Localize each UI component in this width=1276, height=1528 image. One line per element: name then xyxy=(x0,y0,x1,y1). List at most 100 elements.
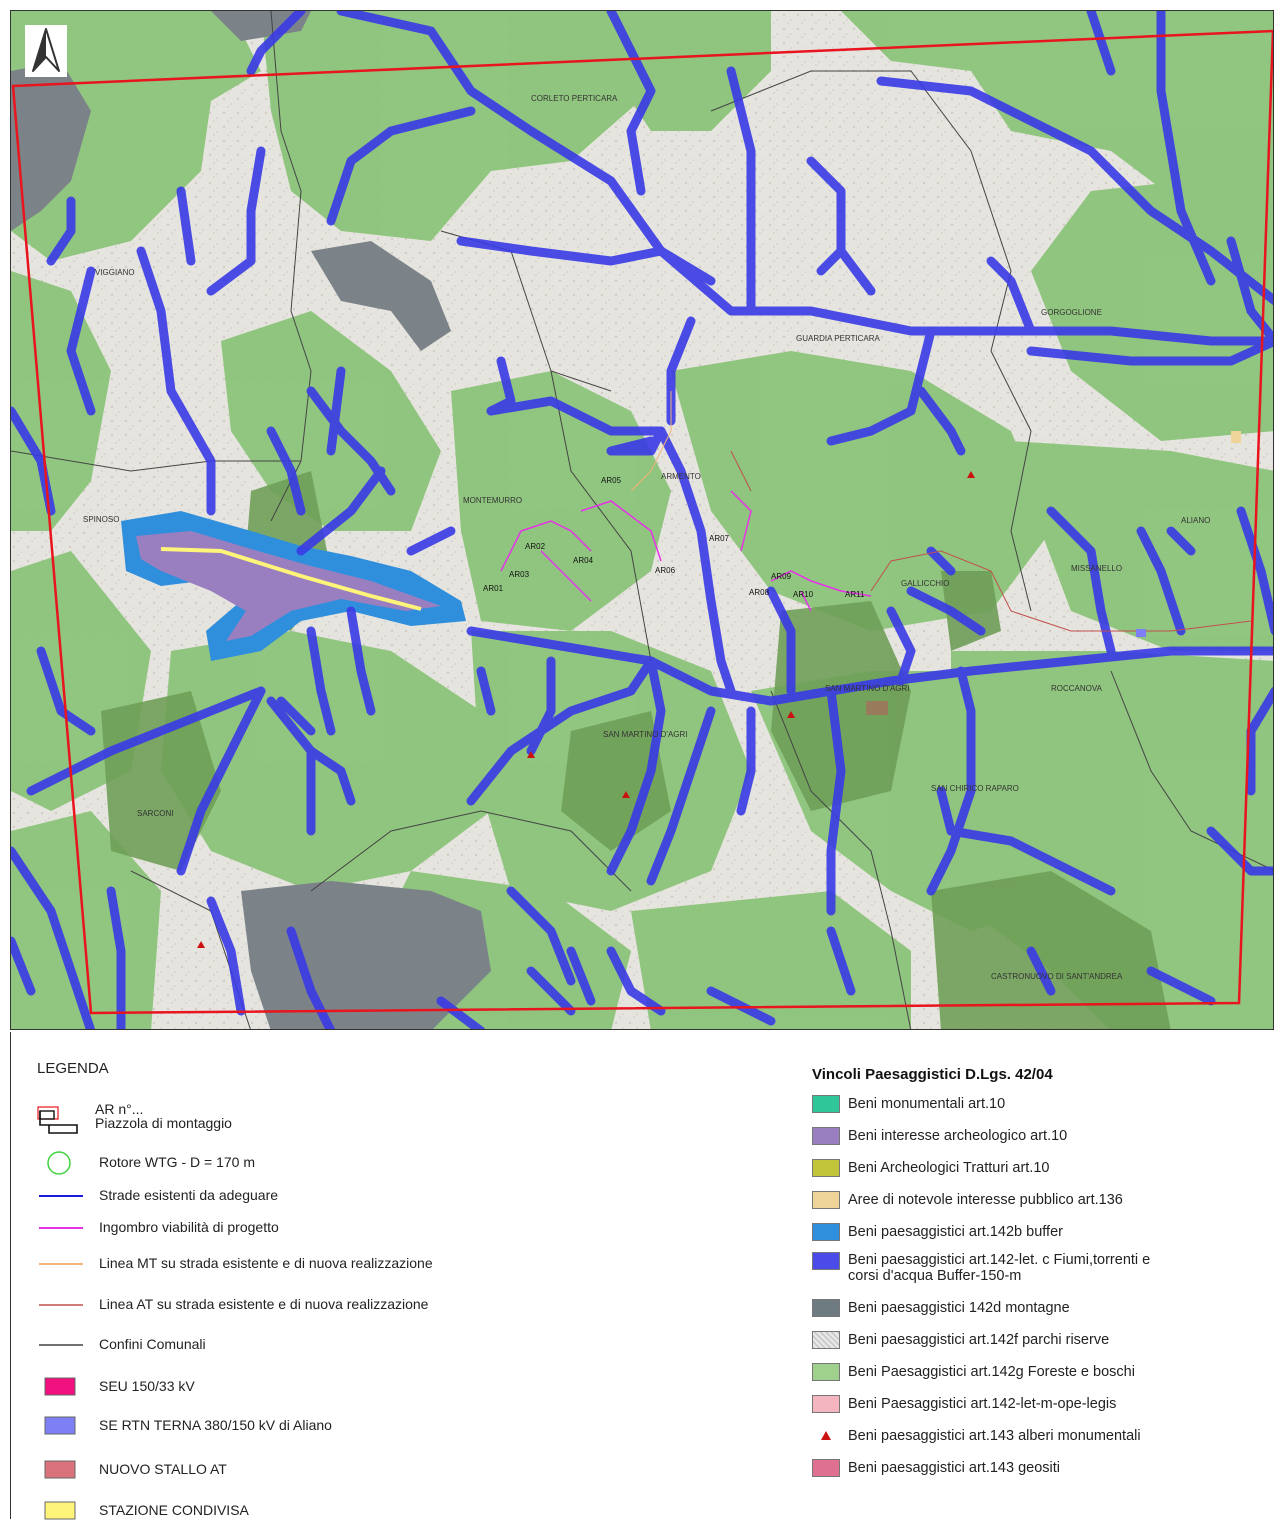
legend-label: Beni paesaggistici art.142-let. c Fiumi,… xyxy=(848,1252,1151,1268)
legend-item-stallo: NUOVO STALLO AT xyxy=(37,1457,227,1481)
constraints-legend-title: Vincoli Paesaggistici D.Lgs. 42/04 xyxy=(812,1066,1053,1083)
legend-label: Beni Archeologici Tratturi art.10 xyxy=(848,1160,1050,1176)
legend-label: Aree di notevole interesse pubblico art.… xyxy=(848,1192,1123,1208)
dense-forest-areas xyxy=(101,471,1171,1029)
legend-item-ingombro: Ingombro viabilità di progetto xyxy=(37,1215,279,1239)
legend-label: Linea MT su strada esistente e di nuova … xyxy=(99,1255,433,1271)
line-swatch-icon xyxy=(37,1216,85,1238)
legend-item: Beni paesaggistici art.143 geositi xyxy=(812,1452,1272,1484)
ar-label: AR06 xyxy=(655,566,676,575)
ar-label: AR10 xyxy=(793,590,814,599)
legend-item: Beni paesaggistici art.142b buffer xyxy=(812,1216,1272,1248)
legend-label: STAZIONE CONDIVISA xyxy=(99,1502,249,1518)
ar-label: AR09 xyxy=(771,572,792,581)
legend-item: Beni interesse archeologico art.10 xyxy=(812,1120,1272,1152)
legend-item: Beni paesaggistici 142d montagne xyxy=(812,1292,1272,1324)
legend-label: Linea AT su strada esistente e di nuova … xyxy=(99,1296,429,1312)
rect-swatch-icon xyxy=(37,1499,85,1521)
substation-markers xyxy=(866,431,1241,715)
color-swatch xyxy=(812,1395,840,1413)
mountain-areas xyxy=(11,11,491,1029)
legend-label: Confini Comunali xyxy=(99,1336,206,1352)
legend-item: Beni Archeologici Tratturi art.10 xyxy=(812,1152,1272,1184)
place-labels: CORLETO PERTICARA VIGGIANO GUARDIA PERTI… xyxy=(83,94,1210,981)
legend-label: Beni paesaggistici art.143 geositi xyxy=(848,1460,1060,1476)
ar-label: AR07 xyxy=(709,534,730,543)
ar-label: AR08 xyxy=(749,588,770,597)
hatch-swatch xyxy=(812,1331,840,1349)
forest-areas xyxy=(11,11,1273,1029)
place-label: ROCCANOVA xyxy=(1051,684,1103,693)
place-label: ALIANO xyxy=(1181,516,1210,525)
legend-item: Beni Paesaggistici art.142g Foreste e bo… xyxy=(812,1356,1272,1388)
legend-item-rotore: Rotore WTG - D = 170 m xyxy=(37,1150,255,1175)
color-swatch xyxy=(812,1095,840,1113)
place-label: CORLETO PERTICARA xyxy=(531,94,618,103)
rect-swatch-icon xyxy=(37,1458,85,1480)
place-label: SAN MARTINO D'AGRI xyxy=(825,684,910,693)
municipal-borders xyxy=(11,11,1273,1029)
ar-labels: AR01 AR02 AR03 AR04 AR05 AR06 AR07 AR08 … xyxy=(483,476,865,599)
color-swatch xyxy=(812,1299,840,1317)
legend-item-stazione: STAZIONE CONDIVISA xyxy=(37,1498,249,1522)
ar-label: AR11 xyxy=(845,590,865,599)
legend-item-linea-mt: Linea MT su strada esistente e di nuova … xyxy=(37,1251,433,1275)
ar-label: AR02 xyxy=(525,542,546,551)
line-swatch-icon xyxy=(37,1184,85,1206)
legend-label: Beni monumentali art.10 xyxy=(848,1096,1006,1112)
color-swatch xyxy=(812,1363,840,1381)
color-swatch xyxy=(812,1159,840,1177)
legend-item-strade: Strade esistenti da adeguare xyxy=(37,1183,278,1207)
color-swatch xyxy=(812,1252,840,1270)
legend-item-seu: SEU 150/33 kV xyxy=(37,1374,195,1398)
lake-buffer xyxy=(121,511,466,661)
monumental-tree-markers xyxy=(197,471,975,948)
legend-item-linea-at: Linea AT su strada esistente e di nuova … xyxy=(37,1292,428,1316)
line-swatch-icon xyxy=(37,1293,85,1315)
legend-item-piazzola: AR n°... Piazzola di montaggio xyxy=(37,1096,232,1136)
rect-swatch-icon xyxy=(37,1414,85,1436)
legend-label: Beni Paesaggistici art.142g Foreste e bo… xyxy=(848,1364,1135,1380)
map-canvas[interactable]: CORLETO PERTICARA VIGGIANO GUARDIA PERTI… xyxy=(11,11,1274,1030)
rotor-circle-icon xyxy=(37,1151,85,1175)
place-label: GUARDIA PERTICARA xyxy=(796,334,881,343)
legend-label: SE RTN TERNA 380/150 kV di Aliano xyxy=(99,1417,332,1433)
ar-label: AR01 xyxy=(483,584,504,593)
legend-label: Piazzola di montaggio xyxy=(95,1115,232,1131)
map-view[interactable]: CORLETO PERTICARA VIGGIANO GUARDIA PERTI… xyxy=(10,10,1274,1030)
place-label: ARMENTO xyxy=(661,472,701,481)
place-label: CASTRONUOVO DI SANT'ANDREA xyxy=(991,972,1123,981)
legend-label: AR n°... xyxy=(95,1101,144,1117)
legend-label: Beni paesaggistici art.142f parchi riser… xyxy=(848,1332,1110,1348)
legend-item: Beni Paesaggistici art.142-let-m-ope-leg… xyxy=(812,1388,1272,1420)
legend-label: Strade esistenti da adeguare xyxy=(99,1187,279,1203)
ar-label: AR05 xyxy=(601,476,622,485)
line-swatch-icon xyxy=(37,1252,85,1274)
legend-label: Beni interesse archeologico art.10 xyxy=(848,1128,1068,1144)
north-arrow-icon xyxy=(25,25,67,77)
place-label: SPINOSO xyxy=(83,515,119,524)
ar-label: AR03 xyxy=(509,570,530,579)
place-label: VIGGIANO xyxy=(95,268,135,277)
legend-label: Beni paesaggistici art.143 alberi monume… xyxy=(848,1428,1141,1444)
legend-label: Beni paesaggistici 142d montagne xyxy=(848,1300,1070,1316)
legend-item: Aree di notevole interesse pubblico art.… xyxy=(812,1184,1272,1216)
legend-label: Rotore WTG - D = 170 m xyxy=(99,1154,255,1170)
legend-label: Beni paesaggistici art.142b buffer xyxy=(848,1224,1063,1240)
legend-label: SEU 150/33 kV xyxy=(99,1378,195,1394)
piazzola-icon xyxy=(37,1105,85,1134)
legend-label: Ingombro viabilità di progetto xyxy=(99,1219,279,1235)
triangle-icon xyxy=(812,1427,840,1445)
legend-label: Beni Paesaggistici art.142-let-m-ope-leg… xyxy=(848,1396,1117,1412)
legend-title: LEGENDA xyxy=(37,1060,109,1077)
line-swatch-icon xyxy=(37,1333,85,1355)
place-label: SARCONI xyxy=(137,809,173,818)
legend-item: Beni paesaggistici art.142f parchi riser… xyxy=(812,1324,1272,1356)
legend-label: NUOVO STALLO AT xyxy=(99,1461,227,1477)
legend-panel: LEGENDA AR n°... Piazzola di montaggio R… xyxy=(10,1032,611,1522)
color-swatch xyxy=(812,1127,840,1145)
place-label: GALLICCHIO xyxy=(901,579,949,588)
color-swatch xyxy=(812,1223,840,1241)
power-lines xyxy=(630,391,1252,632)
color-swatch xyxy=(812,1459,840,1477)
